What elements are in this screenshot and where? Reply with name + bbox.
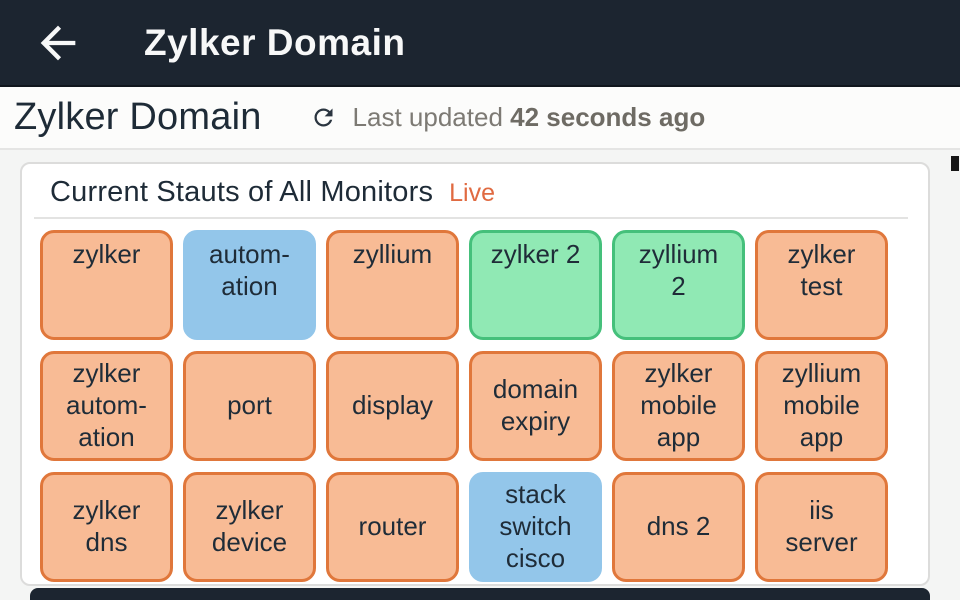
last-updated-text: Last updated 42 seconds ago — [353, 102, 706, 133]
monitor-tile[interactable]: iis server — [755, 472, 888, 582]
monitor-tile-label: stack switch cisco — [499, 479, 572, 573]
monitor-tile[interactable]: zylker autom- ation — [40, 351, 173, 461]
scrollbar-thumb[interactable] — [951, 156, 959, 171]
monitor-tile-label: iis server — [785, 495, 858, 557]
monitor-tile[interactable]: domain expiry — [469, 351, 602, 461]
monitors-card: Current Stauts of All Monitors Live zylk… — [20, 162, 930, 586]
monitor-tile-grid: zylker autom- ation zyllium zylker 2 zyllium… — [40, 230, 888, 582]
monitor-tile-label: zylker test — [787, 239, 856, 301]
app-bar-title: Zylker Domain — [144, 21, 406, 63]
card-title: Current Stauts of All Monitors — [50, 176, 434, 208]
live-badge: Live — [449, 179, 496, 207]
monitor-tile-label: zylker device — [211, 495, 288, 557]
monitor-tile[interactable]: dns 2 — [612, 472, 745, 582]
refresh-icon — [310, 104, 337, 131]
monitor-tile[interactable]: autom- ation — [183, 230, 316, 340]
page-title: Zylker Domain — [14, 96, 262, 138]
monitor-tile[interactable]: zylker mobile app — [612, 351, 745, 461]
monitor-tile-label: zyllium 2 — [638, 239, 719, 301]
monitor-tile-label: zylker mobile app — [640, 358, 717, 452]
monitor-tile-label: display — [352, 390, 433, 421]
monitor-tile-label: autom- ation — [209, 239, 290, 301]
monitor-tile-label: dns 2 — [646, 511, 711, 542]
monitor-tile-label: zylker — [72, 239, 141, 269]
content-area: Current Stauts of All Monitors Live zylk… — [0, 150, 960, 600]
monitor-tile-label: zyllium mobile app — [781, 358, 862, 452]
page-header: Zylker Domain Last updated 42 seconds ag… — [0, 87, 960, 150]
monitor-tile[interactable]: zylker device — [183, 472, 316, 582]
refresh-button[interactable] — [310, 104, 337, 131]
app-bar: Zylker Domain — [0, 0, 960, 87]
monitor-tile[interactable]: stack switch cisco — [469, 472, 602, 582]
arrow-left-icon — [32, 17, 84, 69]
bottom-sheet-edge — [30, 588, 930, 600]
monitor-tile-label: router — [358, 511, 427, 542]
monitor-tile[interactable]: zyllium 2 — [612, 230, 745, 340]
monitor-tile[interactable]: zylker dns — [40, 472, 173, 582]
last-updated-value: 42 seconds ago — [510, 102, 706, 132]
monitor-tile[interactable]: zyllium — [326, 230, 459, 340]
monitor-tile[interactable]: display — [326, 351, 459, 461]
monitor-tile[interactable]: zylker 2 — [469, 230, 602, 340]
monitor-tile-label: domain expiry — [492, 374, 579, 436]
monitor-tile[interactable]: zylker test — [755, 230, 888, 340]
last-updated-label: Last updated — [352, 102, 503, 132]
monitor-tile[interactable]: router — [326, 472, 459, 582]
monitor-tile[interactable]: zyllium mobile app — [755, 351, 888, 461]
monitor-tile[interactable]: zylker — [40, 230, 173, 340]
monitor-tile-label: port — [227, 390, 272, 421]
back-button[interactable] — [28, 13, 88, 73]
monitor-tile-label: zylker dns — [72, 495, 141, 557]
monitor-tile-label: zylker autom- ation — [66, 358, 147, 452]
monitor-tile-label: zyllium — [352, 239, 433, 269]
card-divider — [34, 217, 908, 219]
monitor-tile[interactable]: port — [183, 351, 316, 461]
monitor-tile-label: zylker 2 — [490, 239, 581, 269]
card-header: Current Stauts of All Monitors Live — [22, 164, 928, 209]
